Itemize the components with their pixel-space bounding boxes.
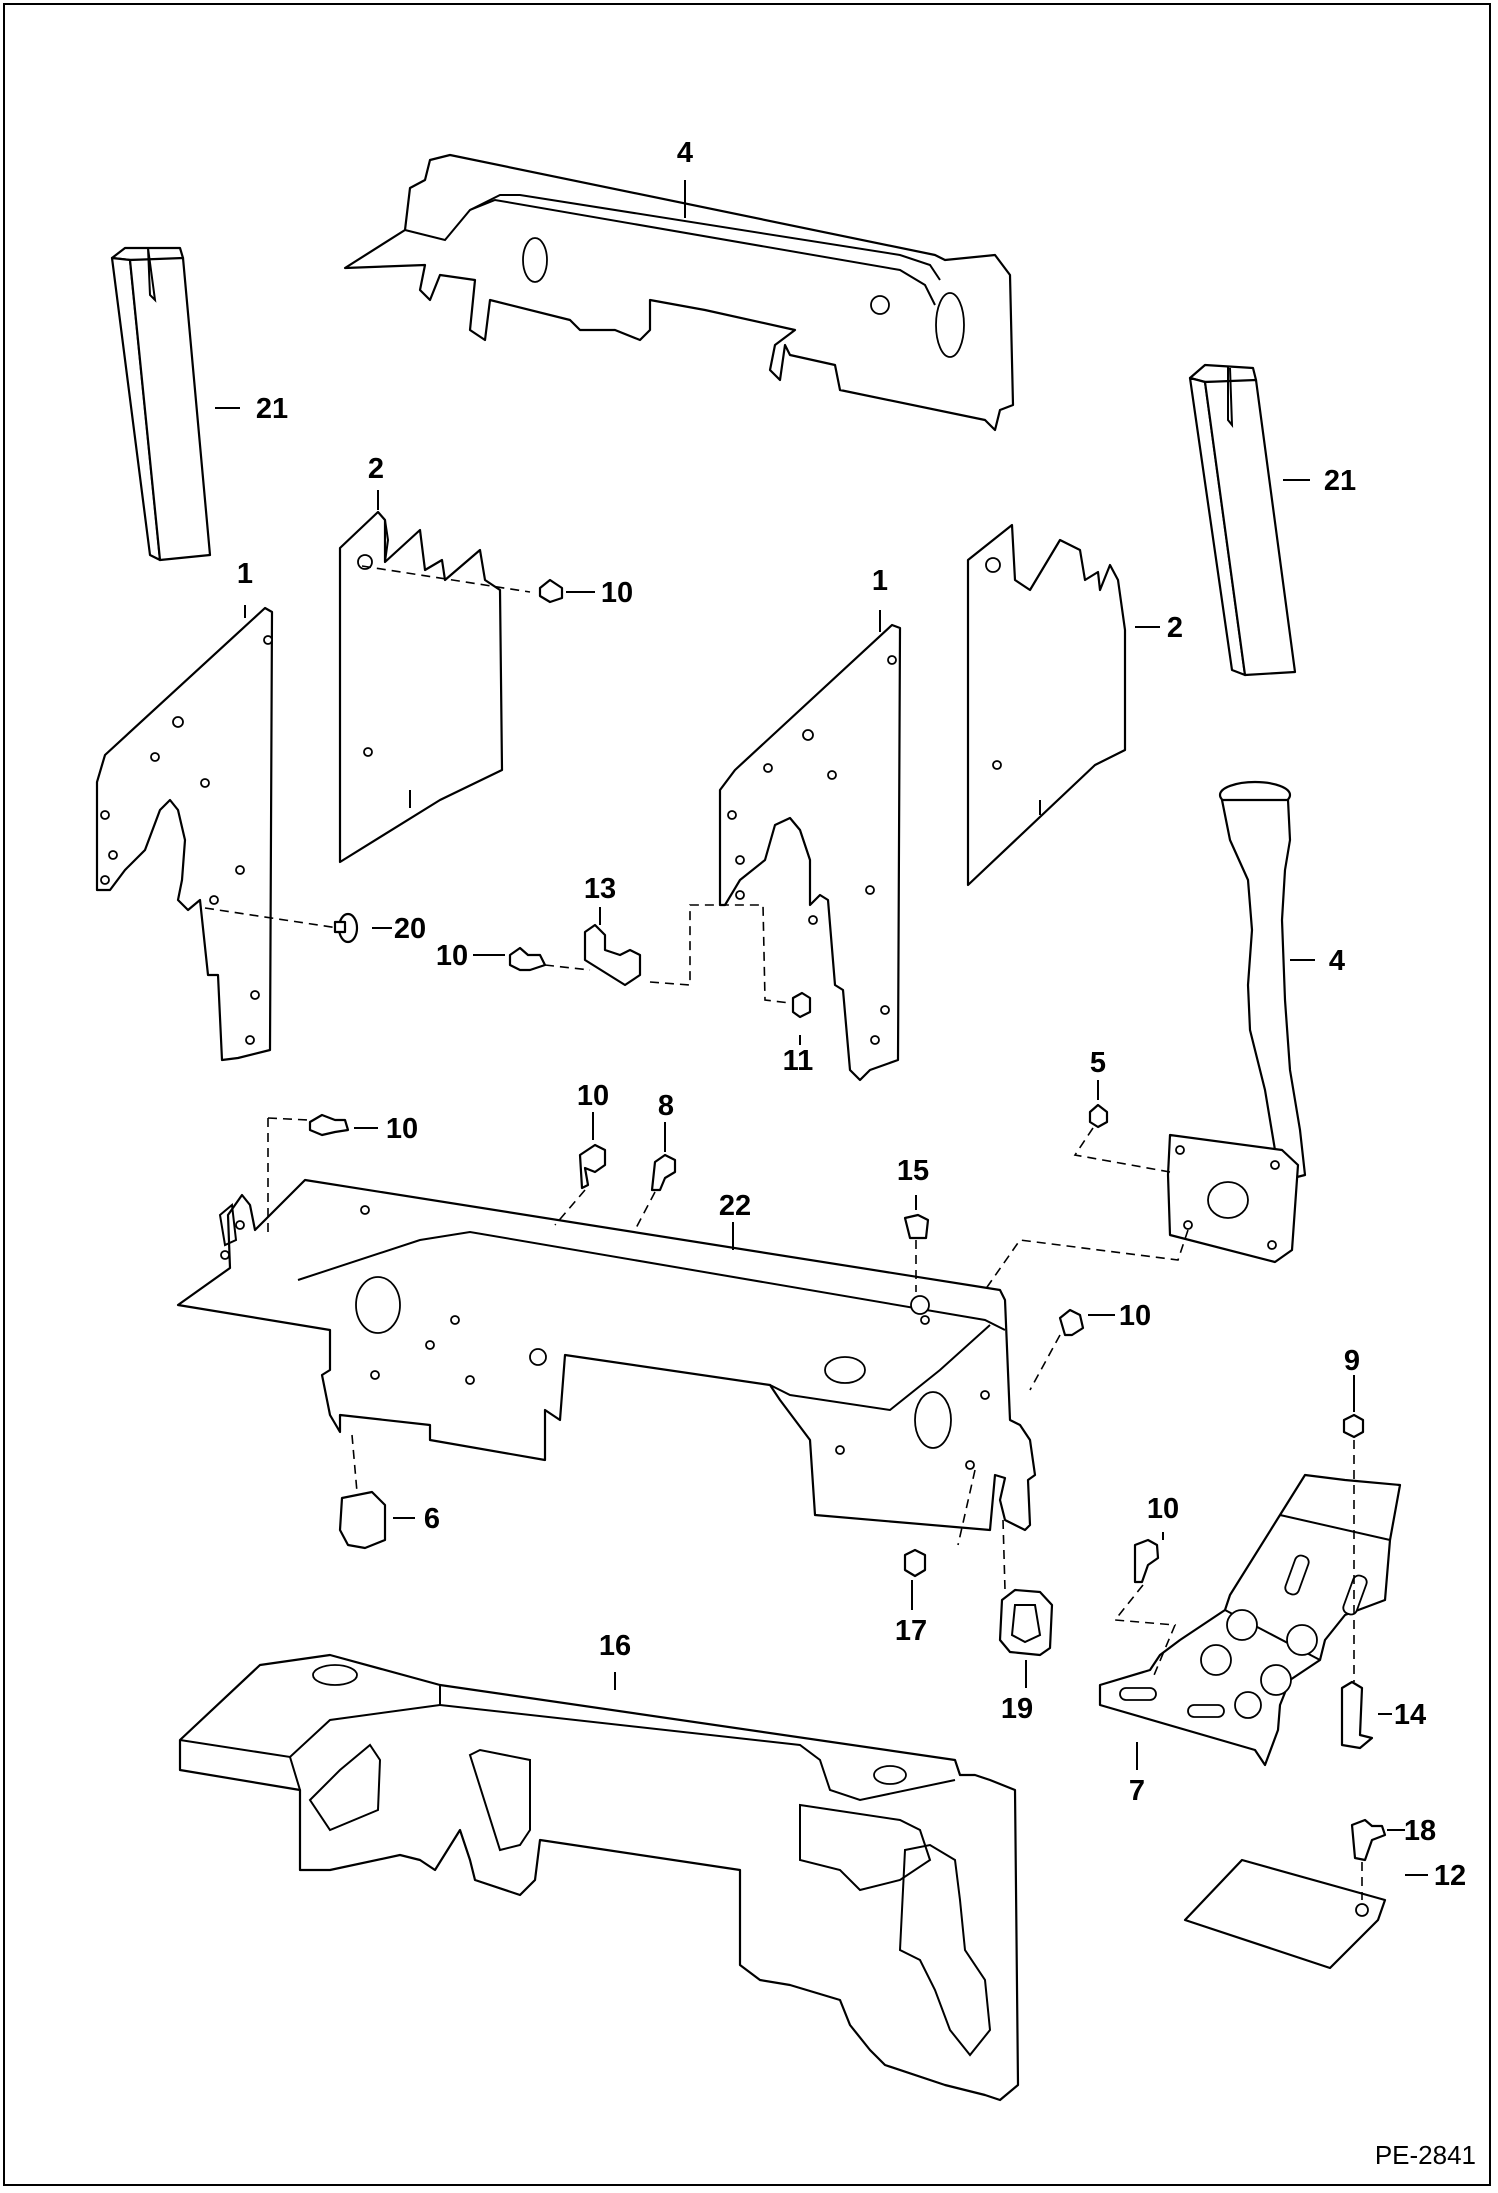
part-9-nut [1342, 1413, 1365, 1439]
part-6-plug [338, 1490, 387, 1550]
part-10-bolt-upper [538, 578, 564, 604]
callout-9: 9 [1344, 1345, 1360, 1377]
callout-4: 4 [1329, 945, 1345, 977]
part-10-bolt-frame-b [308, 1113, 350, 1137]
callout-10-d: 10 [577, 1080, 609, 1112]
part-16-mat [178, 1653, 1020, 2102]
callout-3: 4 [677, 137, 693, 169]
callout-21-left: 21 [256, 393, 288, 425]
callout-5: 5 [1090, 1047, 1106, 1079]
part-15-plug [903, 1213, 930, 1240]
callout-10-b: 10 [436, 940, 468, 972]
callout-6: 6 [424, 1503, 440, 1535]
part-5-bolt [1088, 1103, 1109, 1129]
callout-2-left: 2 [368, 453, 384, 485]
part-19-grommet [998, 1588, 1054, 1657]
part-10-bolt-mid [508, 946, 547, 972]
callout-8: 8 [658, 1090, 674, 1122]
part-11-nut [791, 991, 812, 1019]
callout-15: 15 [897, 1155, 929, 1187]
callout-21-right: 21 [1324, 465, 1356, 497]
part-18-bolt [1350, 1818, 1387, 1862]
part-21-foam-right [1188, 363, 1297, 677]
part-10-bolt-pedal [1133, 1538, 1160, 1584]
part-4-boot [1166, 780, 1307, 1264]
callout-1-right: 1 [872, 565, 888, 597]
callout-20: 20 [394, 913, 426, 945]
part-10-bolt-frame-c [1058, 1308, 1085, 1337]
part-17-nut [903, 1548, 927, 1578]
assembly-lines [204, 565, 1363, 1900]
callout-22: 22 [719, 1190, 751, 1222]
callout-13: 13 [584, 873, 616, 905]
callout-10-a: 10 [601, 577, 633, 609]
callout-12: 12 [1434, 1860, 1466, 1892]
callout-10-f: 10 [1147, 1493, 1179, 1525]
callout-18: 18 [1404, 1815, 1436, 1847]
callout-16: 16 [599, 1630, 631, 1662]
part-13-clip [583, 923, 642, 987]
callout-17: 17 [895, 1615, 927, 1647]
callout-1-left: 1 [237, 558, 253, 590]
callout-7: 7 [1129, 1775, 1145, 1807]
part-10-bolt-frame-a [578, 1143, 607, 1190]
part-14-bolt [1340, 1680, 1374, 1750]
callout-2-right: 2 [1167, 612, 1183, 644]
part-8-bolt [650, 1153, 677, 1192]
callout-10-e: 10 [1119, 1300, 1151, 1332]
callout-labels: 4 21 21 2 10 1 2 1 13 10 20 4 11 5 10 10… [237, 137, 1466, 1892]
part-20-rivet [333, 912, 359, 944]
callout-14: 14 [1394, 1699, 1426, 1731]
leader-lines [215, 180, 1428, 1876]
part-22-frame [176, 1178, 1037, 1532]
diagram-code-label: PE-2841 [1374, 2140, 1476, 2170]
part-21-foam-left [110, 246, 212, 562]
part-7-pedal [1098, 1473, 1402, 1767]
callout-10-c: 10 [386, 1113, 418, 1145]
callout-19: 19 [1001, 1693, 1033, 1725]
part-1-plate-left [95, 606, 274, 1062]
part-12-plate [1183, 1858, 1387, 1970]
part-2-panel-left [338, 510, 504, 864]
callout-11: 11 [783, 1045, 814, 1077]
part-1-plate-right [718, 623, 902, 1082]
part-3-bracket [343, 153, 1015, 432]
diagram-border [3, 3, 1491, 2186]
part-2-panel-right [966, 523, 1127, 887]
